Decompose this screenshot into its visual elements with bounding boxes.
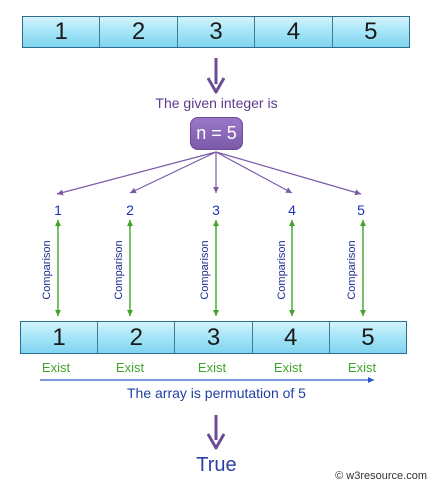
top-array-cell: 1 <box>23 17 101 47</box>
top-array: 1 2 3 4 5 <box>22 16 410 48</box>
number-label: 1 <box>54 202 62 218</box>
bottom-array-cell: 4 <box>252 322 330 353</box>
comparison-label: Comparison <box>276 240 288 300</box>
bottom-array-cell: 2 <box>98 322 176 353</box>
number-label: 2 <box>126 202 134 218</box>
exist-label: Exist <box>273 360 303 375</box>
given-integer-label: The given integer is <box>155 95 278 111</box>
bottom-array-cell: 5 <box>329 322 407 353</box>
comparison-label: Comparison <box>41 240 53 300</box>
bottom-array: 1 2 3 4 5 <box>20 321 407 354</box>
exist-label: Exist <box>197 360 227 375</box>
exist-label: Exist <box>41 360 71 375</box>
result-value: True <box>196 454 237 476</box>
number-label: 4 <box>288 202 296 218</box>
bottom-array-cell: 1 <box>21 322 99 353</box>
credit-text: © w3resource.com <box>335 470 427 482</box>
exist-label: Exist <box>347 360 377 375</box>
permutation-label: The array is permutation of 5 <box>127 385 306 401</box>
bottom-array-cell: 3 <box>175 322 253 353</box>
comparison-label: Comparison <box>199 240 211 300</box>
comparison-arrows <box>55 220 366 316</box>
number-label: 5 <box>357 202 365 218</box>
fan-out-arrows <box>56 151 362 196</box>
top-array-cell: 4 <box>255 17 333 47</box>
top-array-cell: 5 <box>332 17 410 47</box>
comparison-label: Comparison <box>346 240 358 300</box>
n-value-box: n = 5 <box>190 117 243 150</box>
top-array-cell: 2 <box>100 17 178 47</box>
top-array-cell: 3 <box>177 17 256 47</box>
exist-label: Exist <box>115 360 145 375</box>
comparison-label: Comparison <box>113 240 125 300</box>
down-arrow-icon <box>206 58 226 94</box>
number-label: 3 <box>212 202 220 218</box>
result-down-arrow-icon <box>206 415 226 450</box>
